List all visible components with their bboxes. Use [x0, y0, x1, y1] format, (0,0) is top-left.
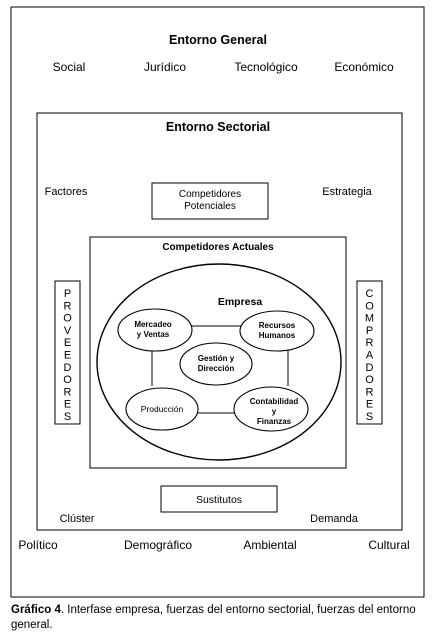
potential-competitors-box [151, 182, 269, 220]
buyers-letter: A [366, 350, 374, 362]
management-label-line1: Gestión y [198, 354, 235, 363]
label-demanda: Demanda [310, 513, 359, 525]
label-cluster: Clúster [60, 513, 95, 525]
framework-diagram: Entorno General Social Jurídico Tecnológ… [10, 6, 425, 598]
suppliers-letter: V [64, 325, 72, 337]
suppliers-letter: S [64, 411, 71, 423]
factor-social: Social [53, 60, 86, 74]
management-ellipse [179, 342, 253, 386]
suppliers-letter: O [63, 313, 72, 325]
company-ellipse [96, 263, 342, 461]
sectorial-environment-title: Entorno Sectorial [166, 120, 270, 134]
suppliers-letter: D [64, 362, 72, 374]
general-environment-frame [10, 6, 425, 598]
factor-economico: Económico [334, 60, 394, 74]
label-estrategia: Estrategia [322, 186, 372, 198]
buyers-letter: O [365, 300, 374, 312]
buyers-letter: M [365, 313, 374, 325]
human-resources-label-line1: Recursos [259, 321, 296, 330]
buyers-letter: D [366, 362, 374, 374]
caption-text: . Interfase empresa, fuerzas del entorno… [11, 604, 416, 631]
substitutes-label: Sustitutos [196, 494, 242, 506]
human-resources-ellipse [239, 310, 315, 352]
caption-label: Gráfico 4 [11, 604, 61, 616]
buyers-letter: S [366, 411, 373, 423]
management-label-line2: Dirección [198, 364, 235, 373]
suppliers-letter: E [64, 350, 71, 362]
marketing-label-line2: y Ventas [137, 330, 170, 339]
accounting-label-line2: y [272, 407, 277, 416]
buyers-letter: R [366, 386, 374, 398]
buyers-letter: R [366, 337, 374, 349]
factor-cultural: Cultural [368, 538, 409, 552]
general-environment-title: Entorno General [169, 33, 267, 47]
suppliers-letter: P [64, 288, 71, 300]
buyers-box [356, 280, 383, 425]
current-competitors-frame [89, 236, 347, 469]
accounting-label-line1: Contabilidad [250, 397, 299, 406]
buyers-letter: O [365, 374, 374, 386]
production-ellipse [125, 387, 199, 431]
suppliers-letter: E [64, 399, 71, 411]
accounting-label-line3: Finanzas [257, 417, 292, 426]
marketing-ellipse [117, 308, 193, 352]
figure-caption: Gráfico 4. Interfase empresa, fuerzas de… [11, 603, 425, 633]
suppliers-box [54, 280, 81, 425]
buyers-letter: E [366, 399, 373, 411]
factor-ambiental: Ambiental [243, 538, 296, 552]
factor-juridico: Jurídico [144, 60, 186, 74]
suppliers-letter: R [64, 386, 72, 398]
buyers-letter: P [366, 325, 373, 337]
buyers-letter: C [366, 288, 374, 300]
label-factores: Factores [45, 186, 88, 198]
production-label: Producción [141, 404, 184, 414]
company-title: Empresa [218, 296, 263, 308]
function-connectors [151, 325, 289, 414]
factor-tecnologico: Tecnológico [234, 60, 298, 74]
accounting-ellipse [233, 386, 309, 432]
suppliers-letter: E [64, 337, 71, 349]
substitutes-box [160, 485, 278, 513]
suppliers-letter: R [64, 300, 72, 312]
potential-competitors-line2: Potenciales [184, 201, 236, 212]
human-resources-label-line2: Humanos [259, 331, 296, 340]
factor-politico: Político [18, 538, 58, 552]
potential-competitors-line1: Competidores [179, 189, 241, 200]
current-competitors-title: Competidores Actuales [162, 242, 274, 253]
marketing-label-line1: Mercadeo [134, 320, 171, 329]
suppliers-letter: O [63, 374, 72, 386]
sectorial-environment-frame [36, 112, 403, 531]
factor-demografico: Demográfico [124, 538, 192, 552]
